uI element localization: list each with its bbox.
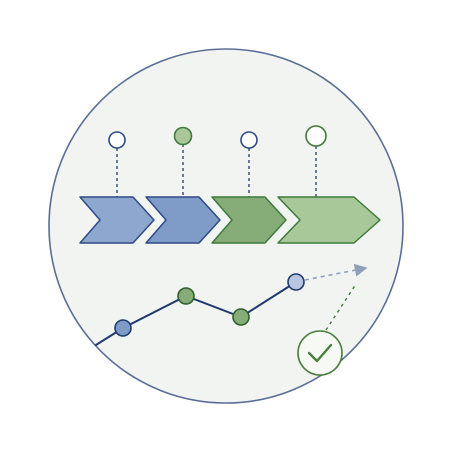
trend-point-1 <box>114 319 132 337</box>
stage-marker-3 <box>240 131 258 149</box>
chevron-pipeline <box>79 196 381 244</box>
status-check <box>297 330 343 376</box>
trend-point-4 <box>287 273 305 291</box>
chevron-stage-1 <box>79 196 155 244</box>
stage-marker-4 <box>305 125 327 147</box>
trend-points <box>114 273 305 337</box>
stage-marker-1 <box>108 131 126 149</box>
trend-point-2 <box>177 287 195 305</box>
chevron-stage-4 <box>277 196 381 244</box>
checkmark-icon <box>307 343 333 363</box>
chevron-stage-2 <box>145 196 221 244</box>
check-circle <box>297 330 343 376</box>
trend-point-3 <box>232 308 250 326</box>
marker-connectors <box>116 144 317 197</box>
chevron-stage-3 <box>211 196 287 244</box>
stage-markers <box>108 125 327 149</box>
status-connector <box>325 283 357 331</box>
trend-projection-arrow <box>304 263 368 281</box>
stage-marker-2 <box>173 126 193 146</box>
